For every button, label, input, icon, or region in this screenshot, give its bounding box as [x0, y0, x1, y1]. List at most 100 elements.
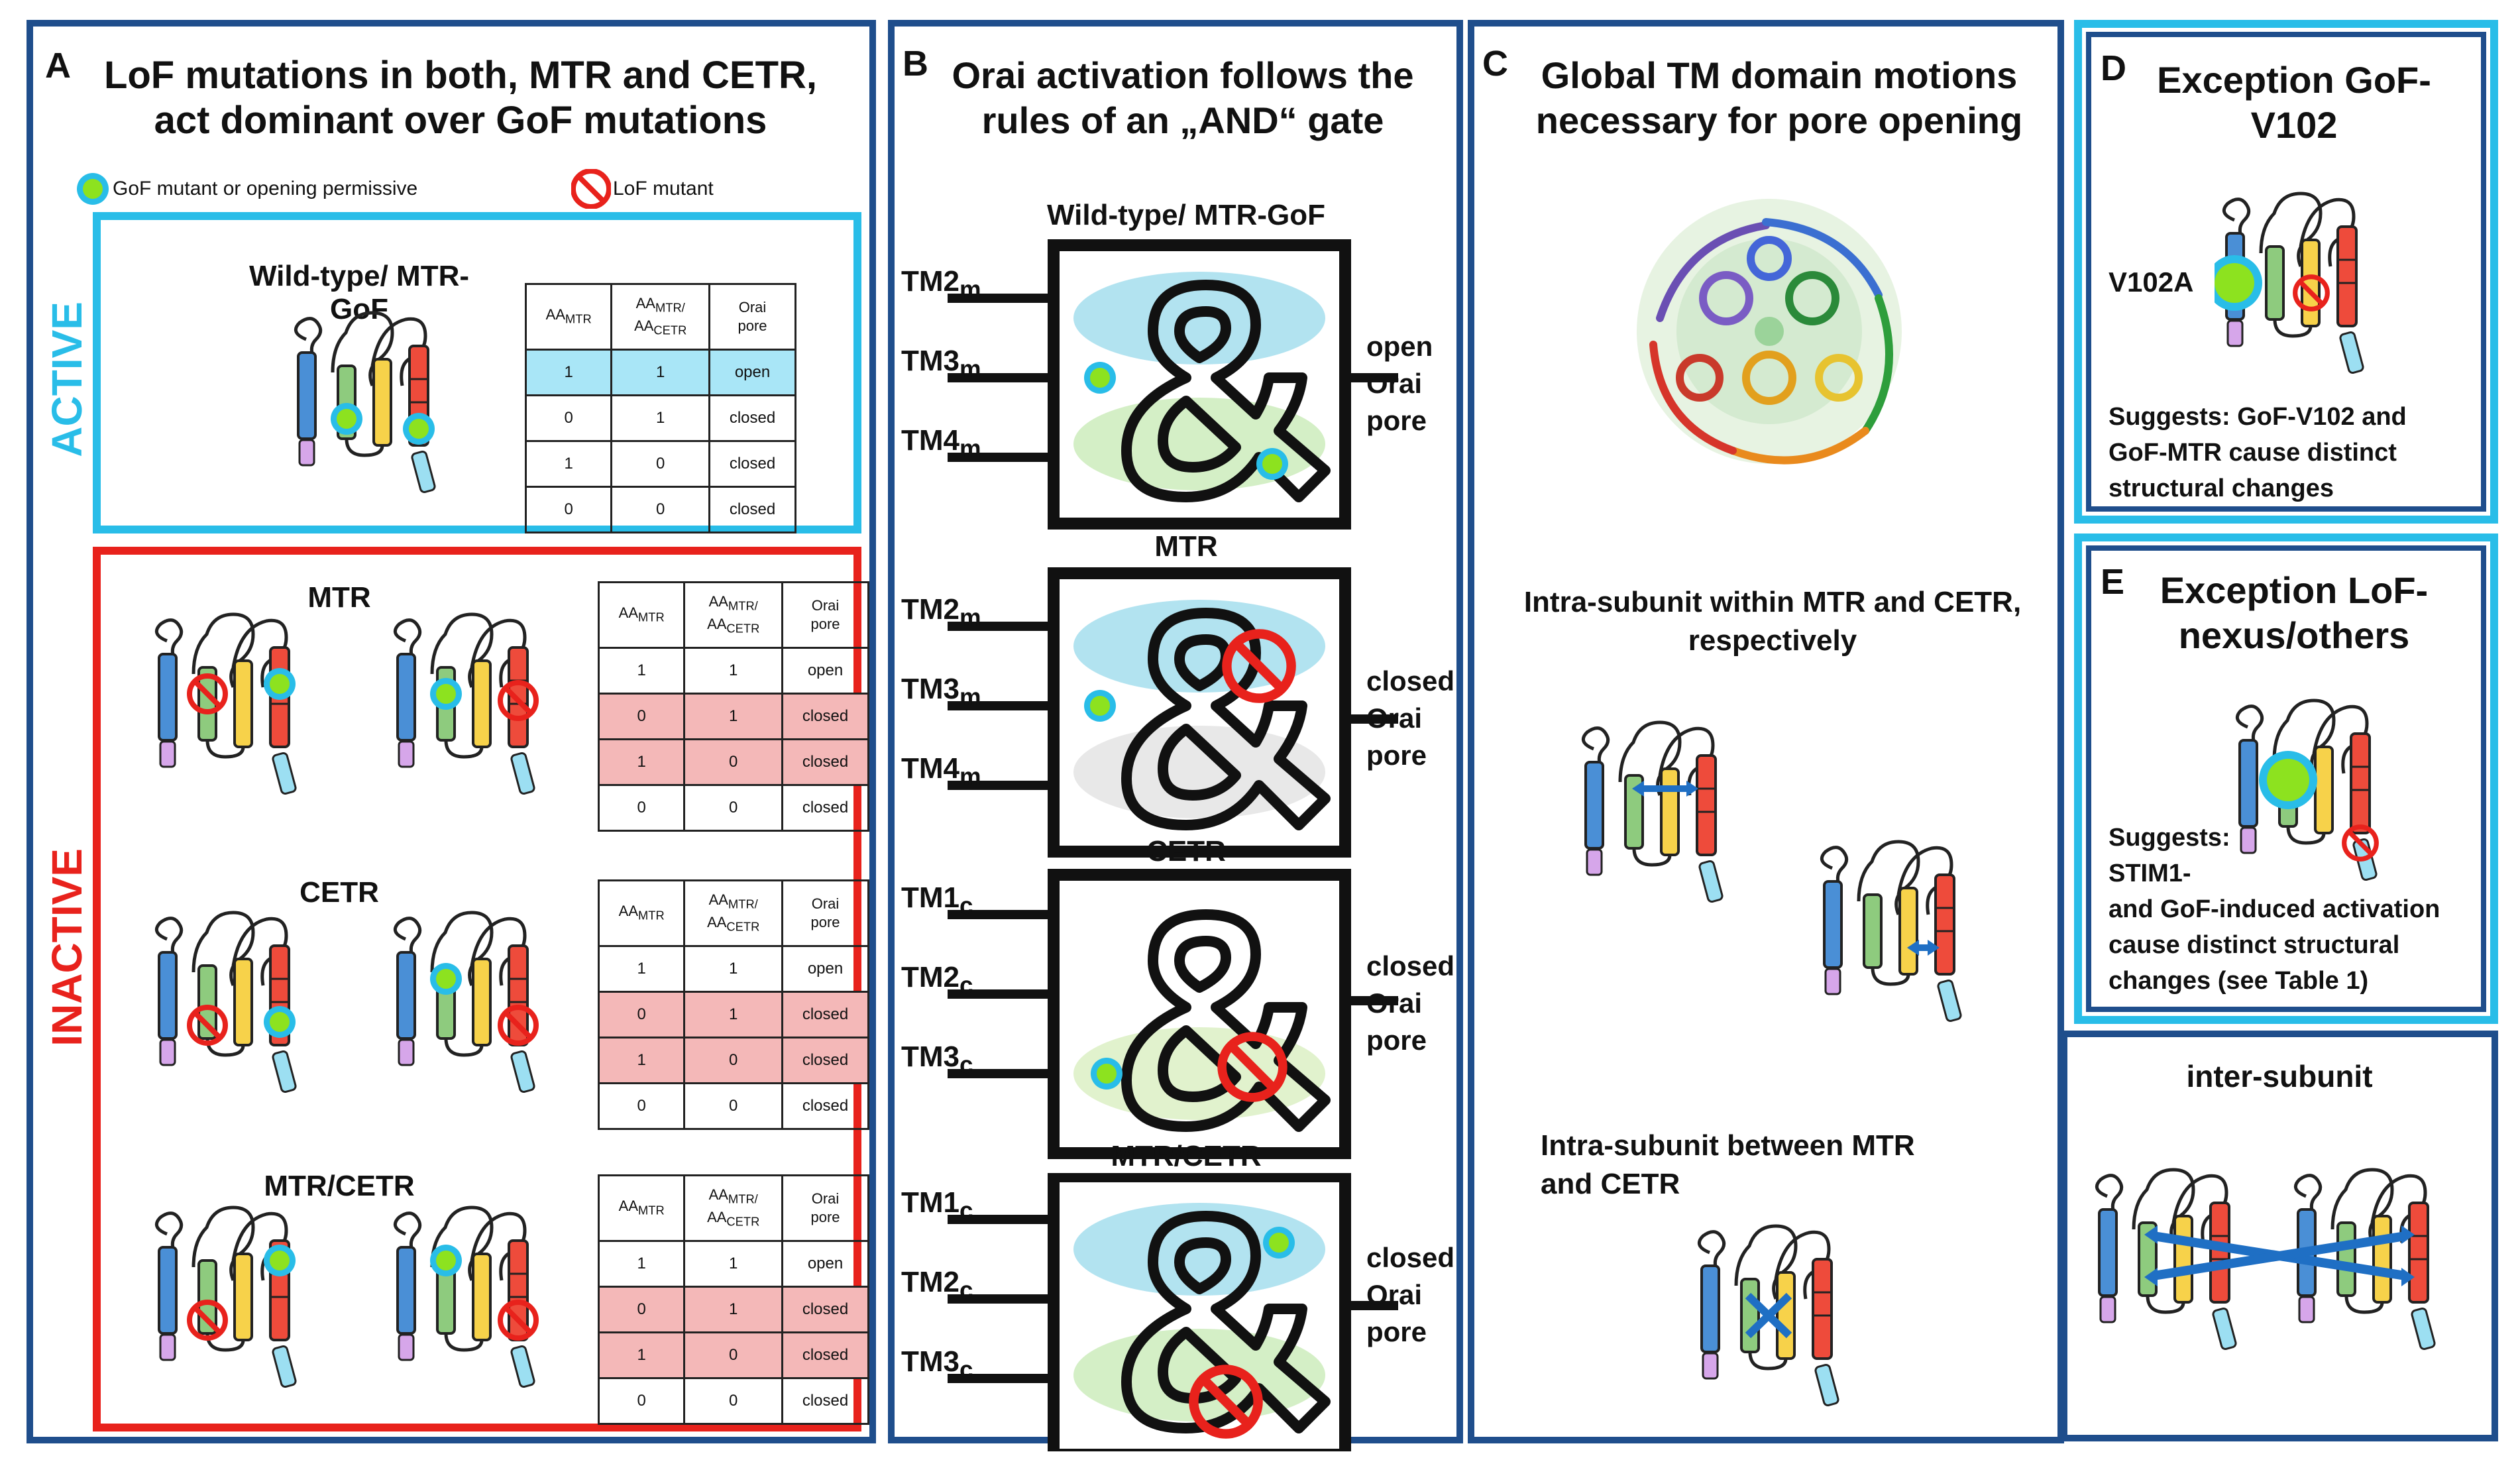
legend-lof-label: LoF mutant: [613, 178, 714, 199]
output-line: pore: [1366, 740, 1427, 771]
intra-between-label: Intra-subunit between MTR and CETR: [1541, 1127, 2004, 1204]
panel-d-note-line2: GoF-MTR cause distinct: [2109, 439, 2397, 467]
output-line: closed: [1366, 950, 1455, 981]
cell: 1: [683, 647, 784, 695]
gate-4-input-3: TM3c: [901, 1345, 973, 1384]
and-gate-4: [948, 1173, 1398, 1451]
gate-1-output: open Orai pore: [1366, 328, 1433, 439]
legend-gof-icon: [77, 173, 109, 205]
port-sub: c: [959, 1276, 973, 1304]
port-sub: m: [959, 762, 981, 790]
panel-e-title: Exception LoF- nexus/others: [2122, 568, 2466, 658]
port-sub: m: [959, 683, 981, 710]
port-label: TM2: [901, 593, 959, 626]
group-name-mtr-cetr: MTR/CETR: [264, 1170, 415, 1202]
gate-4-output: closed Orai pore: [1366, 1239, 1454, 1351]
cell: 0: [597, 1286, 686, 1333]
subunit-cetr-a: [147, 893, 319, 1111]
cell: closed: [708, 394, 796, 442]
subunit-intra-within-a: [1574, 702, 1746, 921]
port-label: TM3: [901, 673, 959, 705]
cell: closed: [781, 1082, 869, 1130]
subunit-mtrcetr-a: [147, 1188, 319, 1406]
cell: closed: [781, 784, 869, 832]
cell: 0: [610, 440, 711, 488]
gate-name-4: MTR/CETR: [1111, 1140, 1262, 1172]
output-line: Orai: [1366, 987, 1423, 1019]
cell: 1: [683, 1286, 784, 1333]
gate-3-input-1: TM1c: [901, 881, 973, 920]
panel-a: A LoF mutations in both, MTR and CETR, a…: [27, 20, 876, 1443]
cell: 0: [597, 991, 686, 1038]
subunit-mtr-a: [147, 594, 319, 813]
gate-4-input-1: TM1c: [901, 1186, 973, 1225]
panel-d-note-line1: Suggests: GoF-V102 and: [2109, 403, 2407, 431]
gate-2-input-3: TM4m: [901, 752, 981, 791]
subunit-wildtype: [286, 293, 459, 512]
cell: 0: [683, 1082, 784, 1130]
panel-c-title-line2: necessary for pore opening: [1535, 99, 2023, 141]
port-sub: m: [959, 603, 981, 631]
port-label: TM4: [901, 424, 959, 457]
th-aa-mtr: AAMTR: [524, 283, 613, 351]
port-label: TM4: [901, 752, 959, 785]
cell: 0: [597, 1377, 686, 1425]
group-name-wildtype: Wild-type/ MTR-GoF: [249, 260, 469, 325]
cell: closed: [781, 693, 869, 740]
panel-e-note-line4: cause distinct structural: [2109, 931, 2400, 959]
subunit-intra-between: [1690, 1206, 1862, 1425]
th-aa-mtr: AAMTR: [597, 581, 686, 649]
port-label: TM3: [901, 1040, 959, 1073]
panel-e-title-line2: nexus/others: [2178, 614, 2410, 656]
cell: closed: [781, 1331, 869, 1379]
panel-d-title-line2: V102: [2250, 104, 2338, 146]
group-name-cetr: CETR: [300, 876, 379, 909]
port-sub: c: [959, 891, 973, 919]
cell: 0: [683, 1037, 784, 1084]
gate-name-3: CETR: [1146, 835, 1226, 868]
port-sub: c: [959, 1050, 973, 1078]
subunits-inter: [2087, 1123, 2485, 1415]
cell: 1: [597, 1037, 686, 1084]
and-gate-1: [948, 239, 1398, 530]
panel-c-title-line1: Global TM domain motions: [1541, 54, 2018, 96]
gate-3-input-2: TM2c: [901, 961, 973, 999]
panel-letter-a: A: [45, 46, 71, 85]
gate-name-2: MTR: [1154, 530, 1218, 563]
cell: 1: [597, 1331, 686, 1379]
port-label: TM1: [901, 881, 959, 914]
inactive-label: INACTIVE: [43, 848, 91, 1046]
cell: 0: [610, 486, 711, 533]
inter-subunit-label: inter-subunit: [2186, 1059, 2373, 1094]
cell: closed: [781, 1377, 869, 1425]
cell: 0: [683, 738, 784, 786]
port-label: TM2: [901, 265, 959, 298]
th-aa-mtr-cetr: AAMTR/AACETR: [610, 283, 711, 351]
intra-within-line2: respectively: [1688, 624, 1857, 657]
output-line: closed: [1366, 665, 1455, 697]
gate-4-input-2: TM2c: [901, 1266, 973, 1304]
output-line: Orai: [1366, 1279, 1423, 1310]
output-line: pore: [1366, 405, 1427, 436]
panel-letter-e: E: [2101, 562, 2125, 602]
port-label: TM2: [901, 1266, 959, 1298]
cell: closed: [781, 1286, 869, 1333]
subunit-intra-within-b: [1812, 822, 1985, 1040]
panel-d: D Exception GoF- V102 V102A Suggests: Go…: [2074, 20, 2498, 524]
cell: 1: [597, 647, 686, 695]
cell: closed: [708, 440, 796, 488]
panel-c-title: Global TM domain motions necessary for p…: [1501, 53, 2057, 143]
panel-d-inner: [2086, 32, 2486, 512]
cell: open: [708, 349, 796, 396]
legend-lof-icon: [571, 169, 611, 209]
cell: 1: [524, 349, 613, 396]
port-sub: c: [959, 1196, 973, 1224]
panel-a-title-line2: act dominant over GoF mutations: [154, 99, 767, 142]
gate-2-input-1: TM2m: [901, 593, 981, 632]
output-line: closed: [1366, 1242, 1455, 1273]
cell: 1: [597, 738, 686, 786]
cell: 1: [524, 440, 613, 488]
